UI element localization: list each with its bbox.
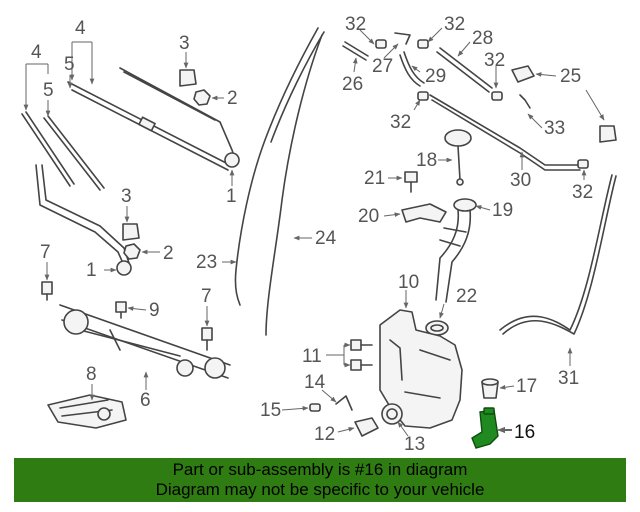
callout-25: 25 [560,66,581,87]
cap-18 [444,129,472,186]
fill-neck-19 [435,198,477,303]
callout-22: 22 [456,286,477,307]
hose-23 [234,27,325,306]
callout-24: 24 [315,228,337,249]
bolt-11a [350,339,373,351]
hose-26 [342,41,369,61]
nozzle-25b [599,125,617,143]
banner-line-part: Part or sub-assembly is #16 in diagram [172,460,468,479]
callout-4a: 4 [75,18,86,39]
callout-1b: 1 [86,260,97,281]
hose-30 [429,94,581,171]
callout-14: 14 [304,372,326,393]
nut-2b [123,243,141,260]
callout-15: 15 [260,400,281,421]
level-sensor-12 [354,417,379,437]
wiper-motor [47,394,127,429]
part-info-banner: Part or sub-assembly is #16 in diagram D… [14,458,626,502]
callout-1a: 1 [226,186,237,207]
callout-32d: 32 [390,112,411,133]
callout-7a: 7 [40,242,51,263]
connector-32-group [375,39,589,169]
callout-29: 29 [425,66,446,87]
callout-10: 10 [398,272,419,293]
pump-cap-17 [481,378,499,399]
hose-29 [399,51,425,87]
bolt-21 [404,171,418,193]
callout-17: 17 [516,376,537,397]
wiper-blade-upper [67,67,237,171]
callout-28: 28 [472,28,493,49]
callout-20: 20 [358,206,379,227]
callout-31: 31 [558,368,579,389]
callout-32c: 32 [484,50,505,71]
parts-diagram: 4 4 5 5 3 2 1 3 2 1 7 9 7 8 6 23 24 32 2… [21,14,617,455]
callout-18: 18 [416,150,437,171]
callout-11: 11 [302,346,322,367]
callout-3b: 3 [121,186,132,207]
callout-23: 23 [196,252,217,273]
callout-9: 9 [149,300,160,321]
callout-4b: 4 [31,42,42,63]
callout-32b: 32 [444,14,465,35]
arm-cap-3a [179,69,197,87]
nut-2a [193,89,211,106]
callout-5a: 5 [64,54,75,75]
callout-16-highlighted: 16 [514,422,535,443]
callout-30: 30 [510,170,531,191]
callout-labels: 4 4 5 5 3 2 1 3 2 1 7 9 7 8 6 23 24 32 2… [31,14,593,455]
callout-21: 21 [364,168,385,189]
nozzle-25a [511,65,535,83]
wiper-arm-upper-pivot [224,152,240,168]
wiper-linkage [59,304,231,379]
callout-32e: 32 [572,182,593,203]
hose-14 [335,395,353,411]
bolt-11b [350,359,373,371]
banner-line-disclaimer: Diagram may not be specific to your vehi… [155,480,485,499]
bolt-7b [201,327,213,351]
callout-26: 26 [342,74,363,95]
connector-27 [394,32,411,45]
hose-24 [265,34,323,336]
callout-2a: 2 [227,88,238,109]
connector-15 [309,403,321,412]
callout-2b: 2 [163,243,174,264]
callout-27: 27 [372,56,393,77]
hose-28 [436,47,493,93]
callout-12: 12 [314,424,335,445]
callout-19: 19 [492,200,513,221]
grommet-13 [381,403,403,425]
grommet-22 [425,320,449,336]
leader-lines [23,27,605,437]
washer-pump-16-highlighted[interactable] [471,407,499,449]
arm-cap-3b [122,223,140,241]
callout-3a: 3 [179,33,190,54]
callout-32a: 32 [345,14,366,35]
callout-8: 8 [86,364,97,385]
callout-5b: 5 [43,80,54,101]
bolt-9 [115,301,127,319]
bracket-20 [401,203,447,223]
callout-13: 13 [404,434,425,455]
callout-33: 33 [544,118,565,139]
callout-7b: 7 [201,286,212,307]
hose-31 [499,174,617,335]
wiper-blade-lower [21,111,105,191]
hose-33 [519,94,531,109]
bolt-7a [41,281,53,301]
callout-6: 6 [140,390,151,411]
